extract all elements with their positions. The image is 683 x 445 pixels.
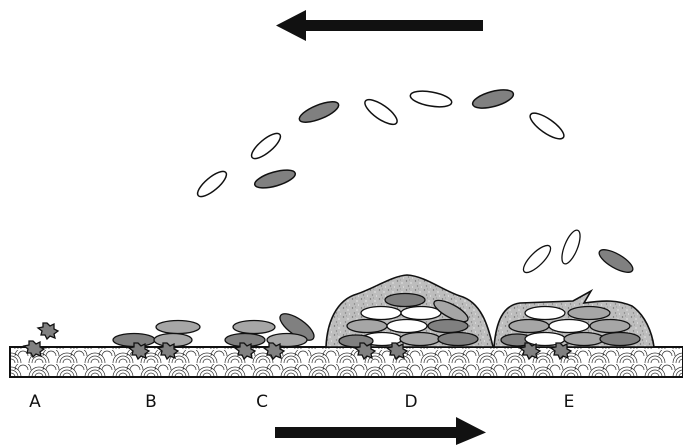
bacterium: [38, 323, 58, 339]
substratum: [10, 347, 683, 377]
detached-cell: [596, 245, 636, 276]
cell: [525, 307, 565, 320]
detached-cell: [194, 167, 230, 200]
cell: [509, 320, 549, 333]
cell: [156, 321, 200, 334]
cell: [600, 333, 640, 346]
cell: [428, 320, 468, 333]
detached-cell: [527, 109, 568, 143]
detached-cell: [361, 95, 400, 128]
detached-cell: [253, 166, 297, 191]
cell: [438, 333, 478, 346]
cell: [590, 320, 630, 333]
cell: [347, 320, 387, 333]
bottom-arrow: [275, 417, 486, 445]
cell: [564, 333, 604, 346]
detached-cell: [471, 86, 515, 111]
stage-label-d: D: [396, 392, 426, 412]
cell: [401, 307, 441, 320]
detached-cell: [297, 98, 341, 127]
detached-cell: [248, 129, 284, 162]
cell: [385, 294, 425, 307]
cell: [568, 307, 610, 320]
stage-label-c: C: [247, 392, 277, 412]
stage-d-group: [326, 275, 493, 359]
cell: [387, 320, 427, 333]
stage-e-group: [494, 228, 654, 359]
cell: [549, 320, 589, 333]
top-arrow: [276, 10, 483, 41]
cell: [400, 333, 440, 346]
detached-cell: [409, 88, 453, 109]
stage-label-e: E: [554, 392, 584, 412]
stage-label-a: A: [20, 392, 50, 412]
detached-cell: [520, 242, 555, 277]
cell: [233, 321, 275, 334]
detaching-cells: [194, 86, 567, 200]
detached-cell: [558, 228, 584, 266]
cell: [361, 307, 401, 320]
stage-label-b: B: [136, 392, 166, 412]
